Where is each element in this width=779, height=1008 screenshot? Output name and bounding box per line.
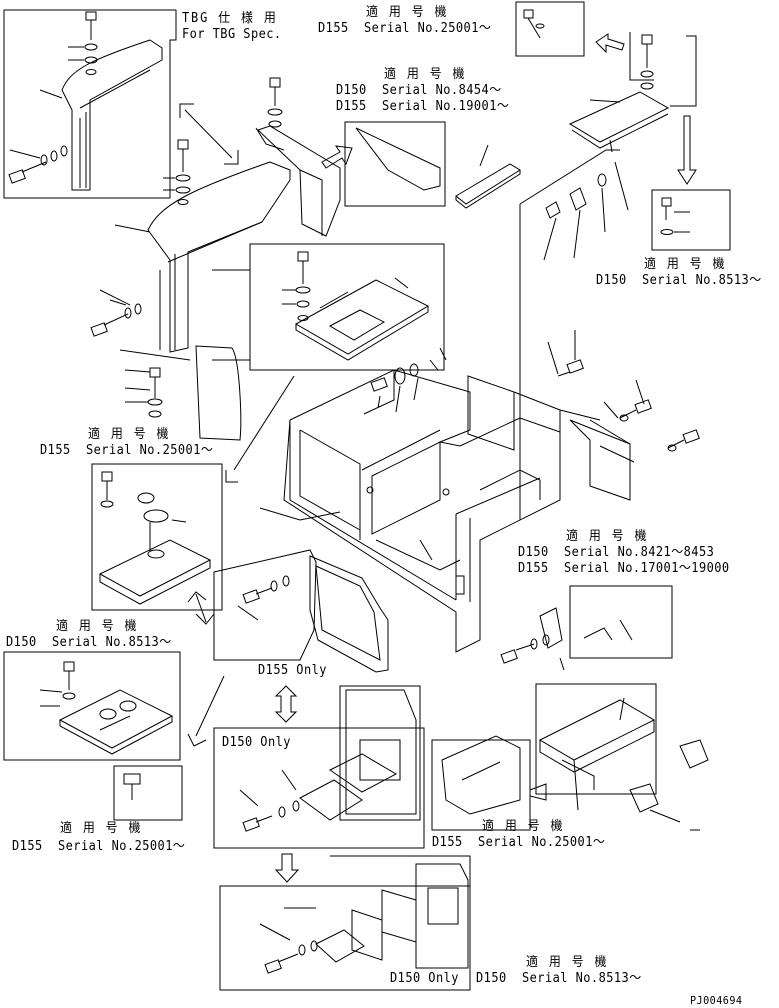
bottom-right-jp-label: 適 用 号 機 — [526, 955, 609, 970]
arrow-center-inset — [321, 145, 353, 169]
inset-right-serial — [651, 189, 731, 251]
cushion-pad — [455, 144, 521, 209]
center-serial-2: D155 Serial No.19001～ — [336, 99, 510, 114]
arrow-down-bottom — [274, 853, 300, 883]
right-serial-label: D150 Serial No.8513～ — [596, 273, 762, 288]
center-latch — [370, 347, 447, 413]
upper-right-hinge — [568, 32, 697, 153]
upper-bracket — [255, 77, 341, 237]
inset-top-serial — [515, 1, 585, 57]
arrow-down-right — [677, 115, 697, 185]
inset-right-mid — [500, 585, 673, 671]
double-arrow-small — [187, 591, 215, 625]
main-body-frame — [259, 369, 561, 653]
inset-tbg-spec — [3, 9, 177, 199]
right-mid-serial-2: D155 Serial No.17001～19000 — [518, 561, 730, 576]
bottom-left-serial: D155 Serial No.25001～ — [12, 839, 186, 854]
bottom-right-serial: D150 Serial No.8513～ — [476, 971, 642, 986]
inset-small-bolt — [113, 765, 183, 821]
d150-only-label-2: D150 Only — [390, 971, 459, 986]
drawing-code: PJ004694 — [690, 994, 743, 1007]
right-side-covers — [467, 330, 700, 501]
bottom-mid-jp-label: 適 用 号 機 — [482, 819, 565, 834]
arrow-upper-right — [595, 33, 625, 54]
left-mid-jp-label: 適 用 号 機 — [88, 427, 171, 442]
d155-only-label: D155 Only — [258, 663, 327, 678]
double-arrow-fender — [179, 103, 239, 165]
lower-right-assembly — [535, 683, 709, 823]
inset-left-low — [3, 651, 181, 761]
d150-only-box-2 — [219, 855, 471, 991]
inset-left-mid — [91, 463, 223, 611]
arrow-down-left — [187, 675, 225, 747]
bottom-left-jp-label: 適 用 号 機 — [60, 821, 143, 836]
top-serial-label: D155 Serial No.25001～ — [318, 21, 492, 36]
center-serial-1: D150 Serial No.8454～ — [336, 83, 502, 98]
center-jp-label: 適 用 号 機 — [384, 67, 467, 82]
tbg-jp-label: TBG 仕 様 用 — [182, 11, 278, 26]
right-mid-serial-1: D150 Serial No.8421～8453 — [518, 545, 715, 560]
inset-grill-cover — [431, 735, 547, 831]
left-low-jp-label: 適 用 号 機 — [56, 619, 139, 634]
d150-only-box-1 — [213, 685, 425, 849]
inset-center-serial — [344, 121, 446, 207]
bracket-group — [119, 269, 251, 441]
right-latch — [519, 149, 629, 520]
left-low-serial: D150 Serial No.8513～ — [6, 635, 172, 650]
d155-only-panel — [213, 549, 389, 673]
arrow-center-down-left — [225, 375, 295, 483]
inset-upper-panel — [249, 243, 445, 371]
right-mid-jp-label: 適 用 号 機 — [566, 529, 649, 544]
left-mid-serial: D155 Serial No.25001～ — [40, 443, 214, 458]
tbg-en-label: For TBG Spec. — [182, 27, 282, 42]
double-arrow-vertical — [274, 685, 298, 723]
top-jp-label: 適 用 号 機 — [366, 5, 449, 20]
d150-only-label-1: D150 Only — [222, 735, 291, 750]
main-fender — [90, 139, 291, 353]
right-jp-label: 適 用 号 機 — [644, 257, 727, 272]
bottom-mid-serial: D155 Serial No.25001～ — [432, 835, 606, 850]
